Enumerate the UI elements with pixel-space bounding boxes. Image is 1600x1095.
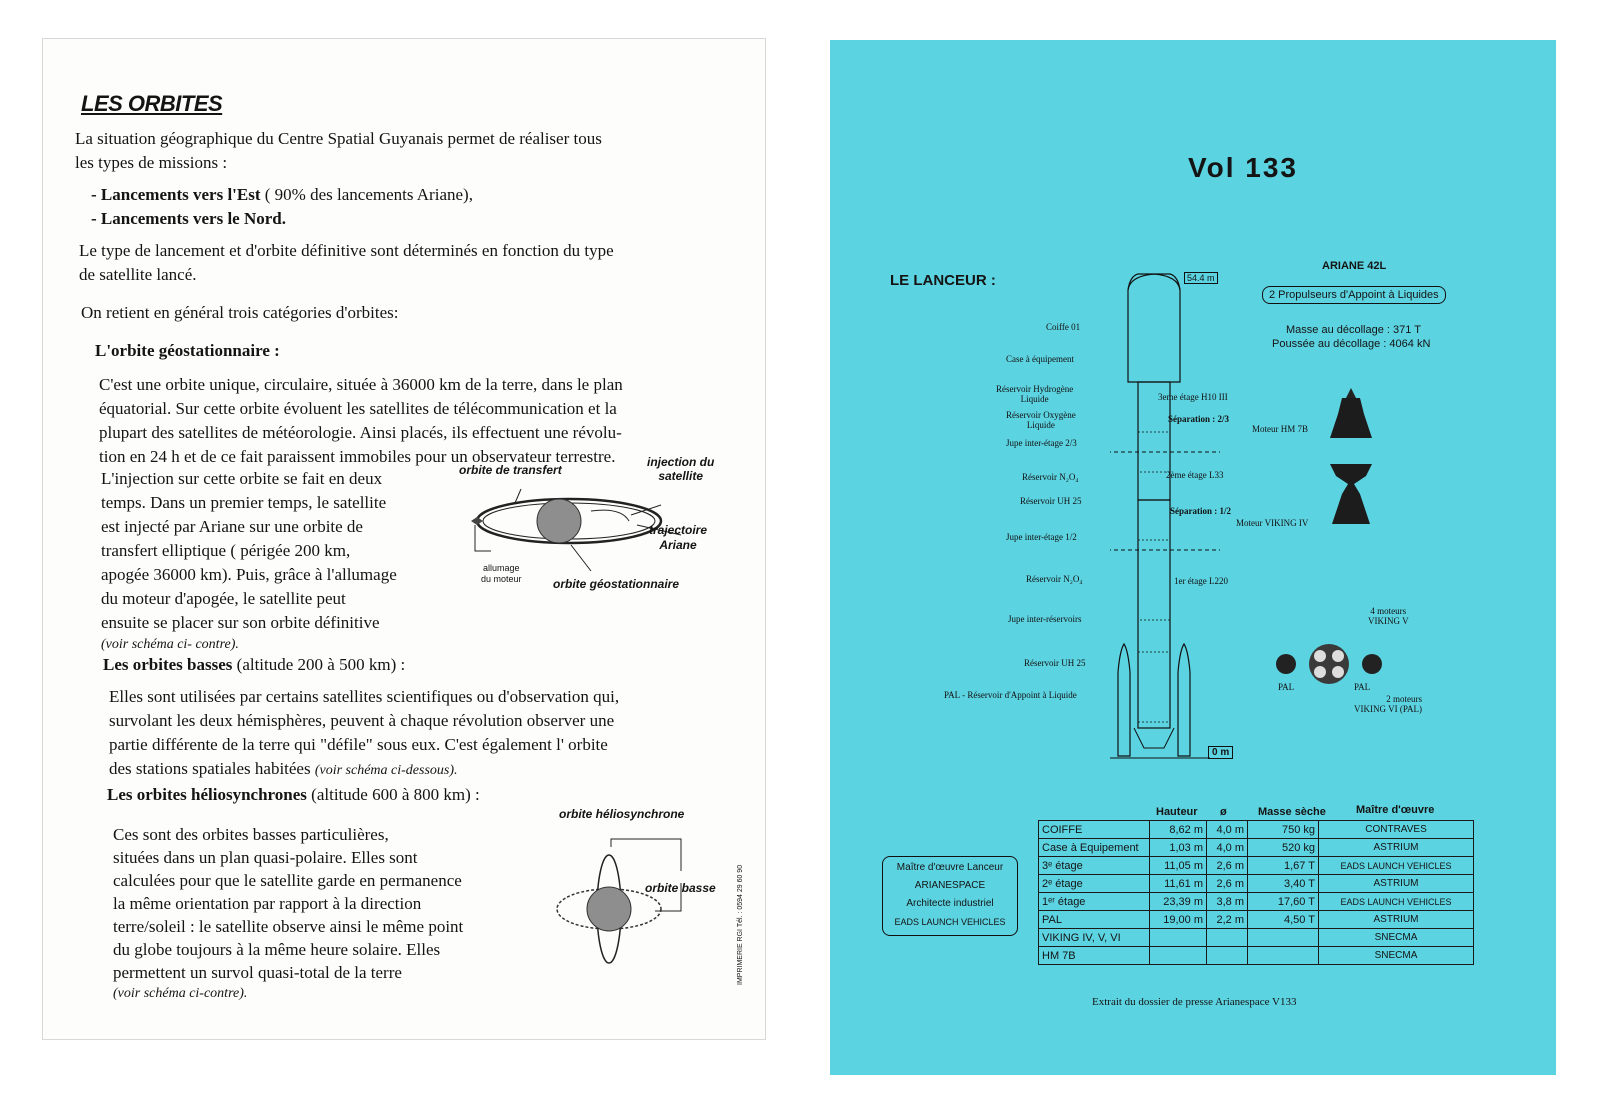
geo-paragraph: C'est une orbite unique, circulaire, sit… <box>99 375 623 466</box>
vol-title: Vol 133 <box>1188 152 1298 183</box>
launch-list: - Lancements vers l'Est ( 90% des lancem… <box>91 183 473 231</box>
height-tag: 54.4 m <box>1184 272 1218 284</box>
helio-orbit-diagram <box>556 838 682 964</box>
rocket-drawing <box>1110 273 1220 759</box>
spec-table-wrap: Hauteur ø Masse sèche Maître d'œuvre COI… <box>1038 800 1474 965</box>
low-paragraph: Elles sont utilisées par certains satell… <box>109 687 620 778</box>
pal-tank-label: PAL - Réservoir d'Appoint à Liquide <box>944 690 1077 700</box>
first-stage-label: 1er étage L220 <box>1174 576 1228 586</box>
zero-tag: 0 m <box>1208 746 1234 759</box>
thrust-text: Poussée au décollage : 4064 kN <box>1272 338 1431 350</box>
injection-paragraph: L'injection sur cette orbite se fait en … <box>101 469 397 652</box>
geo-orbit-label: orbite géostationnaire <box>553 577 680 591</box>
intertank-skirt-label: Jupe inter-réservoirs <box>1008 614 1082 624</box>
helio-heading: Les orbites héliosynchrones (altitude 60… <box>107 785 480 804</box>
prime-contractor-box: Maître d'œuvre Lanceur ARIANESPACE Archi… <box>882 856 1018 936</box>
helio-orbit-label: orbite héliosynchrone <box>559 807 685 821</box>
hm7b-engine-label: Moteur HM 7B <box>1252 424 1308 434</box>
list-item: - Lancements vers l'Est ( 90% des lancem… <box>91 185 473 204</box>
engine-sketches <box>1330 388 1372 524</box>
footer-source: Extrait du dossier de presse Arianespace… <box>1092 996 1297 1008</box>
n2o4-tank-1-label: Réservoir N₂O₄ <box>1026 574 1083 584</box>
injection-label: injection du satellite <box>647 455 715 483</box>
n2o4-tank-2-label: Réservoir N₂O₄ <box>1022 472 1079 482</box>
low-heading: Les orbites basses (altitude 200 à 500 k… <box>103 655 406 674</box>
geo-heading: L'orbite géostationnaire : <box>95 341 280 360</box>
list-item: - Lancements vers le Nord. <box>91 209 286 228</box>
launcher-heading: LE LANCEUR : <box>890 272 996 289</box>
page-title: LES ORBITES <box>81 91 223 116</box>
transfer-orbit-diagram <box>471 488 682 572</box>
printer-credit: IMPRIMERIE RGI Tél. : 0594 29 60 90 <box>737 864 744 985</box>
type-paragraph: Le type de lancement et d'orbite définit… <box>79 241 614 284</box>
mass-text: Masse au décollage : 371 T <box>1286 324 1421 336</box>
third-stage-label: 3eme étage H10 III <box>1158 392 1228 402</box>
interstage-23-label: Jupe inter-étage 2/3 <box>1006 438 1077 448</box>
equipment-bay-label: Case à équipement <box>1006 354 1074 364</box>
orbites-page: LES ORBITES La situation géographique du… <box>42 38 766 1040</box>
trajectory-label: trajectoire Ariane <box>649 523 708 552</box>
spec-table-header: Hauteur ø Masse sèche Maître d'œuvre <box>1156 804 1435 818</box>
engine-layout-sketch <box>1276 644 1382 684</box>
uh25-tank-1-label: Réservoir UH 25 <box>1024 658 1086 668</box>
interstage-12-label: Jupe inter-étage 1/2 <box>1006 532 1077 542</box>
ariane-model: ARIANE 42L <box>1322 260 1387 272</box>
coiffe-label: Coiffe 01 <box>1046 322 1081 332</box>
categories-line: On retient en général trois catégories d… <box>81 303 399 322</box>
low-orbit-label: orbite basse <box>645 881 716 895</box>
second-stage-label: 2ème étage L33 <box>1166 470 1224 480</box>
pal-left-label: PAL <box>1278 682 1295 692</box>
transfer-orbit-label: orbite de transfert <box>459 463 562 477</box>
helio-paragraph: Ces sont des orbites basses particulière… <box>113 825 464 1001</box>
viking4-engine-label: Moteur VIKING IV <box>1236 518 1309 528</box>
uh25-tank-2-label: Réservoir UH 25 <box>1020 496 1082 506</box>
intro-paragraph: La situation géographique du Centre Spat… <box>75 129 602 172</box>
vol-133-page: Vol 133 LE LANCEUR : ARIANE 42L 2 Propul… <box>830 40 1556 1075</box>
pal-right-label: PAL <box>1354 682 1371 692</box>
separation-23-label: Séparation : 2/3 <box>1168 414 1230 424</box>
ignition-label: allumage du moteur <box>481 563 522 584</box>
boosters-box: 2 Propulseurs d'Appoint à Liquides <box>1262 286 1446 304</box>
separation-12-label: Séparation : 1/2 <box>1170 506 1232 516</box>
